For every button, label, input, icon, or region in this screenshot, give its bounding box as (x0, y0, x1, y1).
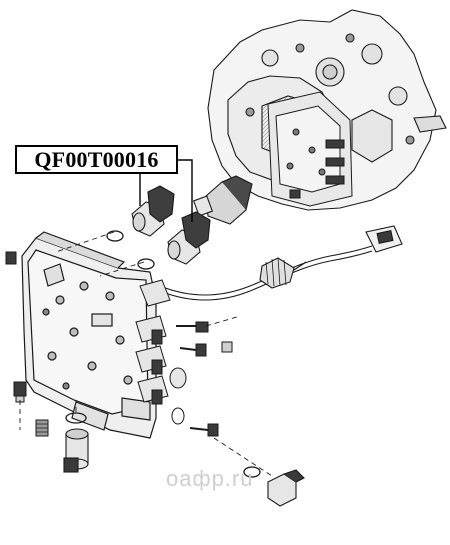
valve-body-plate (21, 231, 157, 439)
large-solenoid (192, 175, 253, 225)
mounted-valve-body (267, 91, 353, 207)
screws-and-plugs (5, 251, 233, 437)
plate-solenoids (135, 279, 171, 405)
watermark-text: оафр.ru (166, 466, 254, 491)
speed-sensor (243, 466, 305, 507)
wire-harness (159, 225, 403, 301)
solenoid-valve-upper (106, 185, 175, 242)
solenoid-valve-lower (137, 211, 211, 270)
leader-lines (139, 159, 193, 222)
assembly-dashed-lines (19, 231, 273, 477)
sensor-plug (63, 412, 89, 473)
part-number-label: QF00T00016 (15, 145, 178, 174)
